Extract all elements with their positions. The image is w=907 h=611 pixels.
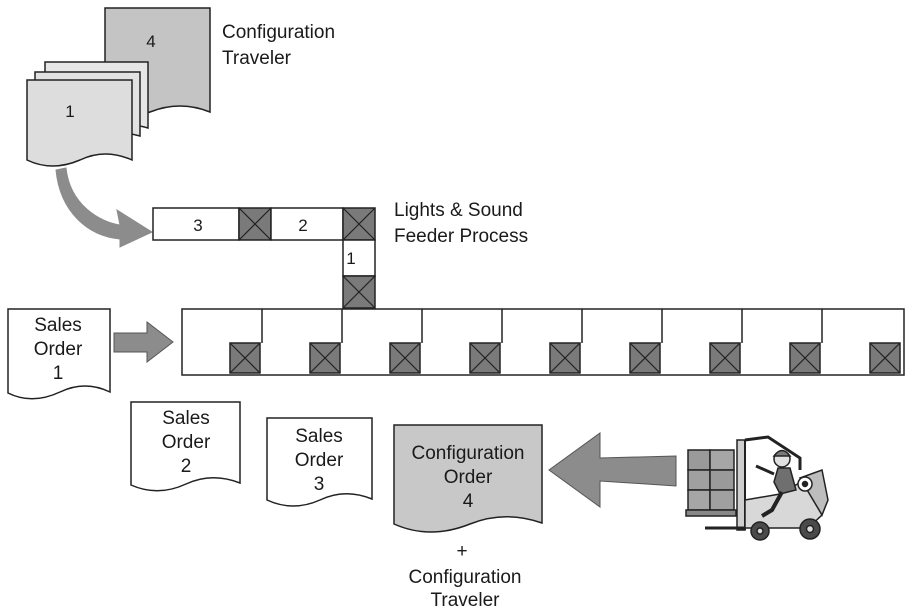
kanban-card	[870, 343, 900, 373]
feeder-box-3-number: 3	[193, 216, 202, 235]
sales-order-1-line1: Sales	[34, 315, 82, 336]
sales-order-3-line2: Order	[295, 450, 344, 471]
sales-order-2: Sales Order 2	[131, 402, 240, 491]
kanban-card	[310, 343, 340, 373]
bottom-note-line2: Traveler	[431, 590, 501, 611]
sales-order-1: Sales Order 1	[8, 309, 110, 399]
sales-order-1-line3: 1	[53, 363, 64, 384]
configuration-order-4: Configuration Order 4	[394, 425, 542, 532]
curved-arrow-icon	[56, 168, 152, 247]
bottom-note-line1: Configuration	[408, 567, 521, 588]
config-order-line3: 4	[463, 491, 474, 512]
sales-order-3-line1: Sales	[295, 426, 343, 447]
feeder-box-2-number: 2	[298, 216, 307, 235]
assembly-line	[182, 309, 904, 375]
kanban-card	[550, 343, 580, 373]
configuration-traveler-stack: 4 1	[27, 8, 210, 166]
traveler-label-line2: Traveler	[222, 48, 292, 69]
forklift-icon	[686, 437, 828, 540]
feeder-box-1-number: 1	[346, 249, 355, 268]
kanban-card	[710, 343, 740, 373]
traveler-sheet-4-number: 4	[146, 32, 155, 51]
traveler-sheet-1	[27, 80, 132, 166]
kanban-card	[790, 343, 820, 373]
config-order-line1: Configuration	[411, 443, 524, 464]
kanban-card	[230, 343, 260, 373]
right-arrow-icon	[114, 322, 173, 362]
left-arrow-icon	[549, 433, 676, 507]
sales-order-2-line3: 2	[181, 456, 192, 477]
traveler-sheet-1-number: 1	[65, 102, 74, 121]
kanban-card	[630, 343, 660, 373]
feeder-line: 3 2 1	[153, 208, 375, 308]
bottom-note-plus: +	[456, 541, 467, 562]
sales-order-1-line2: Order	[34, 339, 83, 360]
sales-order-2-line1: Sales	[162, 408, 210, 429]
sales-order-2-line2: Order	[162, 432, 211, 453]
sales-order-3-line3: 3	[314, 474, 325, 495]
kanban-card	[390, 343, 420, 373]
sales-order-3: Sales Order 3	[267, 418, 372, 506]
config-order-line2: Order	[444, 467, 493, 488]
feeder-label-line1: Lights & Sound	[394, 200, 523, 221]
traveler-label-line1: Configuration	[222, 22, 335, 43]
kanban-card	[343, 208, 375, 240]
kanban-card	[343, 276, 375, 308]
kanban-card	[239, 208, 271, 240]
feeder-label-line2: Feeder Process	[394, 226, 528, 247]
kanban-card	[470, 343, 500, 373]
